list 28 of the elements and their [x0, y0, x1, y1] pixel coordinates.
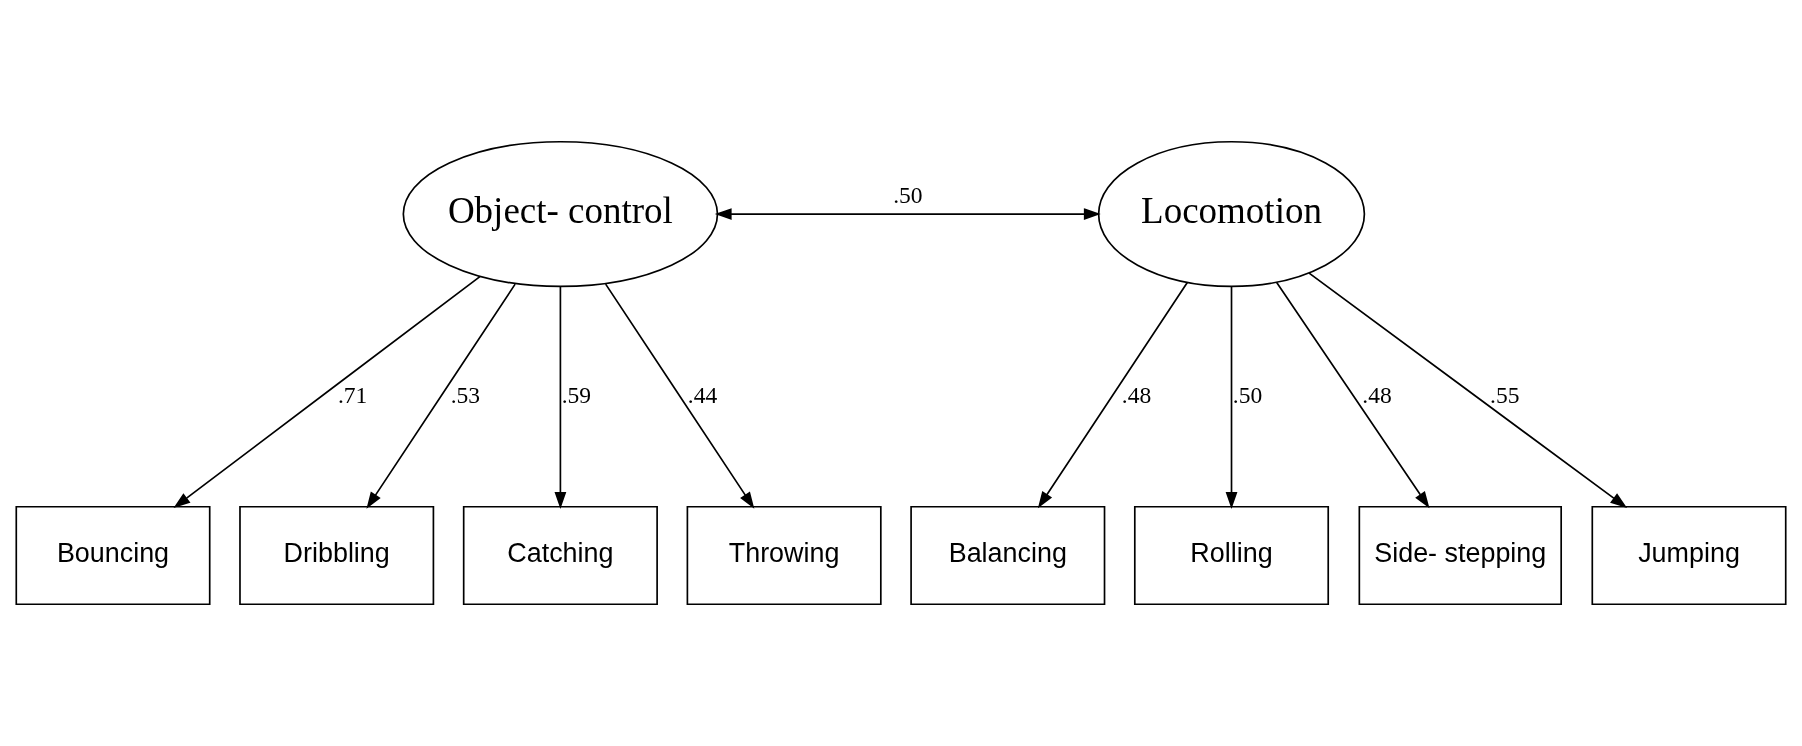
edge-label: .53	[450, 381, 481, 408]
arrow	[554, 285, 567, 509]
edge-label: .50	[893, 181, 923, 208]
node-box: Bouncing	[15, 505, 211, 606]
arrow	[173, 275, 481, 509]
node-box: Side- stepping	[1358, 505, 1562, 606]
node-box: Balancing	[910, 505, 1106, 606]
node-box: Catching	[462, 505, 658, 606]
arrow	[714, 208, 1101, 220]
arrow	[1308, 272, 1628, 509]
arrow	[1275, 281, 1430, 509]
edge-label: .44	[687, 381, 718, 408]
edge-label: .55	[1490, 381, 1520, 408]
edge-label: .59	[561, 381, 592, 408]
node-ellipse: Locomotion	[1097, 140, 1366, 288]
arrow	[604, 283, 755, 509]
node-box: Rolling	[1133, 505, 1330, 606]
arrow	[1225, 285, 1238, 509]
node-ellipse: Object- control	[402, 140, 719, 288]
node-box: Dribbling	[239, 505, 435, 606]
node-box: Jumping	[1591, 505, 1787, 606]
edge-label: .71	[337, 381, 368, 408]
arrow	[366, 283, 516, 509]
edge-label: .50	[1232, 381, 1263, 408]
edge-label: .48	[1121, 381, 1152, 408]
node-box: Throwing	[686, 505, 882, 606]
arrow	[1037, 281, 1189, 509]
edge-label: .48	[1362, 381, 1392, 408]
